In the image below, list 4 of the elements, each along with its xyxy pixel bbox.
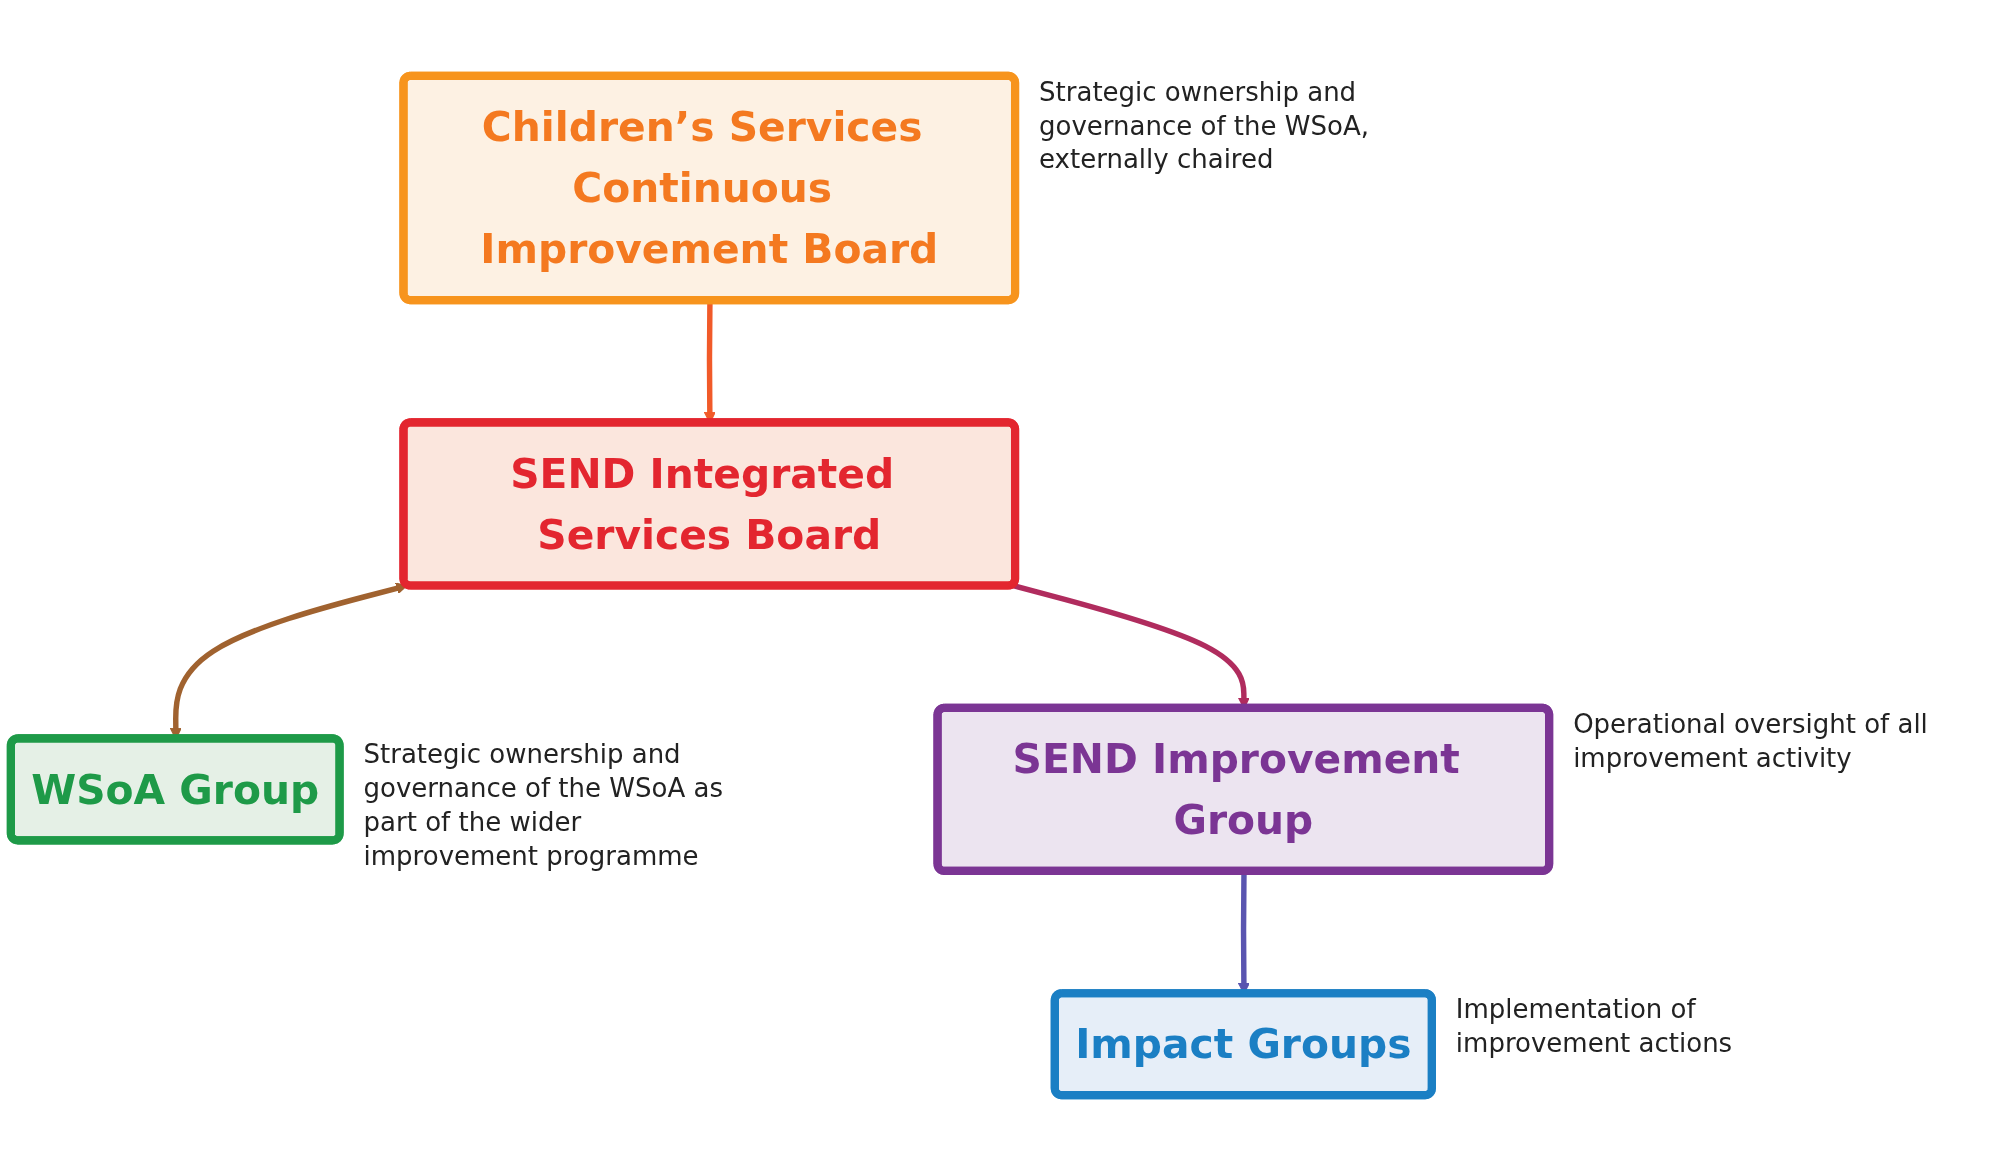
description-text: Strategic ownership and governance of the WSoA, externally chaired bbox=[1039, 75, 1370, 177]
description-text: Implementation of improvement actions bbox=[1455, 993, 1734, 1060]
description-text: Operational oversight of all improvement activity bbox=[1573, 707, 1929, 775]
description-text: Strategic ownership and governance of the WSoA as part of the wider improvement programme bbox=[363, 738, 724, 873]
